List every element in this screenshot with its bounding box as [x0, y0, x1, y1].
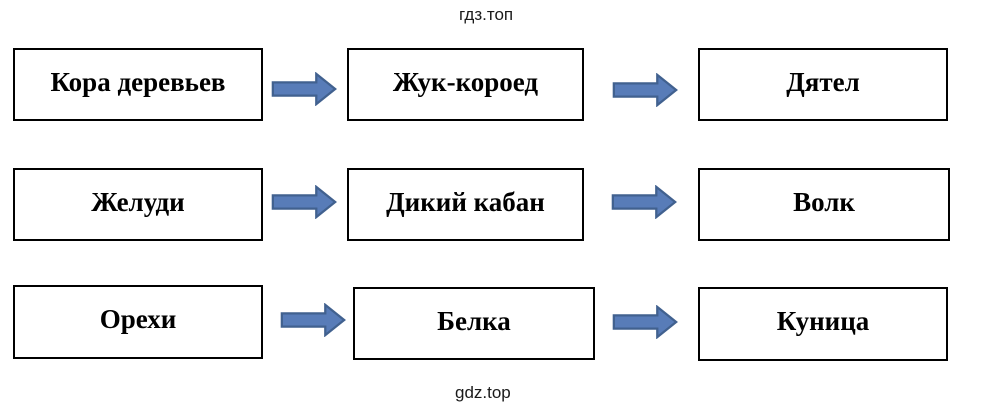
chain-box-dyatel: Дятел — [698, 48, 948, 121]
right-arrow-icon — [612, 305, 678, 339]
watermark-bottom: gdz.top — [455, 383, 511, 402]
chain-box-label: Дикий кабан — [386, 186, 545, 217]
chain-box-belka: Белка — [353, 287, 595, 360]
chain-box-label: Куница — [776, 306, 870, 336]
chain-box-volk: Волк — [698, 168, 950, 241]
right-arrow-icon — [271, 185, 337, 219]
chain-box-zheludi: Желуди — [13, 168, 263, 241]
chain-box-orehi: Орехи — [13, 285, 263, 359]
right-arrow-icon — [611, 185, 677, 219]
chain-box-label: Кора деревьев — [50, 66, 226, 97]
chain-box-kora-derevev: Кора деревьев — [13, 48, 263, 121]
chain-box-label: Орехи — [99, 304, 177, 334]
chain-box-label: Волк — [793, 186, 855, 217]
right-arrow-icon — [280, 303, 346, 337]
watermark-top: гдз.топ — [459, 5, 514, 24]
right-arrow-icon — [271, 72, 337, 106]
chain-box-kunitsa: Куница — [698, 287, 948, 361]
chain-box-dikiy-kaban: Дикий кабан — [347, 168, 584, 241]
chain-box-zhuk-koroed: Жук-короед — [347, 48, 584, 121]
chain-box-label: Жук-короед — [392, 66, 539, 97]
chain-box-label: Дятел — [786, 66, 860, 97]
right-arrow-icon — [612, 73, 678, 107]
chain-box-label: Желуди — [91, 186, 185, 217]
chain-box-label: Белка — [437, 305, 511, 336]
